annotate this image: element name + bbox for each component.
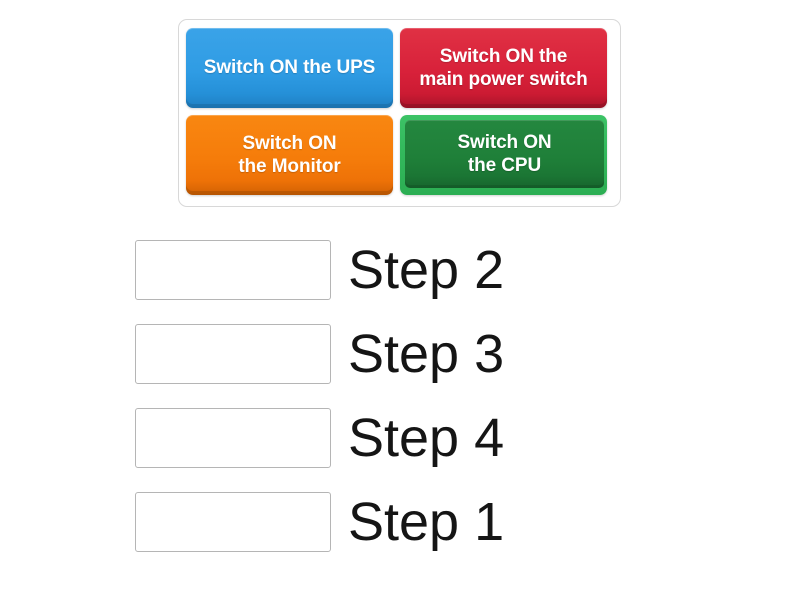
drop-zone-step-1[interactable] — [135, 492, 331, 552]
tile-label: Switch ON the UPS — [203, 57, 376, 79]
drop-zone-step-2[interactable] — [135, 240, 331, 300]
step-label-2: Step 3 — [348, 324, 505, 384]
drop-row: Step 3 — [135, 324, 695, 384]
step-label-3: Step 4 — [348, 408, 505, 468]
draggable-tile-switch-on-ups[interactable]: Switch ON the UPS — [186, 28, 393, 108]
step-label-1: Step 2 — [348, 240, 505, 300]
drop-zone-step-3[interactable] — [135, 324, 331, 384]
drop-zone-step-4[interactable] — [135, 408, 331, 468]
drop-row: Step 4 — [135, 408, 695, 468]
drop-row: Step 1 — [135, 492, 695, 552]
drop-rows-list: Step 2 Step 3 Step 4 Step 1 — [135, 240, 695, 552]
drop-row: Step 2 — [135, 240, 695, 300]
step-label-4: Step 1 — [348, 492, 505, 552]
